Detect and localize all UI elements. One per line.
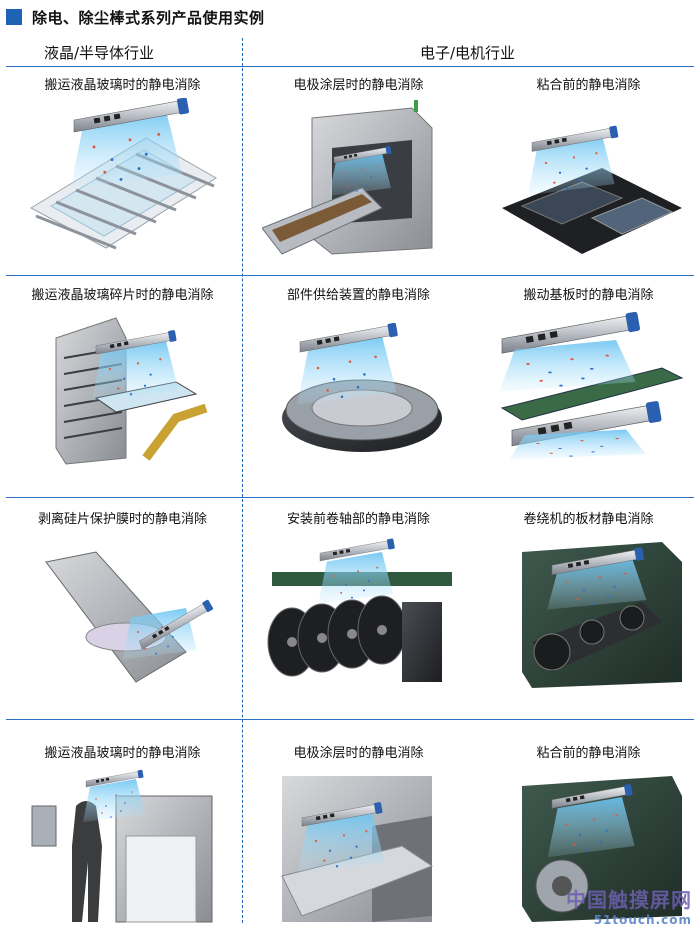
example-cell: 安装前卷轴部的静电消除	[242, 508, 475, 682]
column-divider	[242, 38, 243, 923]
example-caption: 剥离硅片保护膜时的静电消除	[37, 512, 207, 527]
example-cell: 部件供给装置的静电消除	[242, 284, 475, 452]
electrode-coating-illustration	[262, 98, 455, 256]
example-caption: 粘合前的静电消除	[536, 78, 641, 93]
example-caption: 搬运液晶玻璃碎片时的静电消除	[31, 288, 214, 303]
page-title: 除电、除尘棒式系列产品使用实例	[32, 8, 265, 27]
row-divider	[6, 275, 694, 276]
watermark-text: 中国触摸屏网	[566, 888, 692, 912]
example-caption: 电极涂层时的静电消除	[293, 78, 424, 93]
watermark: 中国触摸屏网 51touch.com	[566, 884, 692, 927]
row-divider	[6, 497, 694, 498]
example-caption: 搬运液晶玻璃时的静电消除	[44, 78, 201, 93]
wafer-film-illustration	[26, 532, 219, 690]
example-cell: 搬运液晶玻璃时的静电消除	[6, 74, 239, 250]
example-cell: 卷绕机的板材静电消除	[472, 508, 700, 688]
parts-feeder-illustration	[262, 308, 455, 466]
example-caption: 部件供给装置的静电消除	[286, 288, 430, 303]
bonding-illustration	[492, 98, 685, 256]
electrode-coating-illustration	[262, 766, 455, 924]
example-caption: 安装前卷轴部的静电消除	[286, 512, 430, 527]
example-cell: 搬运液晶玻璃时的静电消除	[6, 742, 239, 923]
glass-fragment-illustration	[26, 308, 219, 466]
industry-label-electronics-motor: 电子/电机行业	[420, 44, 516, 62]
example-cell: 搬动基板时的静电消除	[472, 284, 700, 460]
example-cell: 电极涂层时的静电消除	[242, 742, 475, 922]
row-divider	[6, 66, 694, 67]
example-caption: 粘合前的静电消除	[536, 746, 641, 761]
example-cell: 搬运液晶玻璃碎片时的静电消除	[6, 284, 239, 465]
example-caption: 搬运液晶玻璃时的静电消除	[44, 746, 201, 761]
glass-conveyor-illustration	[26, 98, 219, 256]
header-square-icon	[6, 9, 22, 25]
example-caption: 电极涂层时的静电消除	[293, 746, 424, 761]
example-caption: 卷绕机的板材静电消除	[523, 512, 654, 527]
example-cell: 粘合前的静电消除	[472, 74, 700, 254]
example-caption: 搬动基板时的静电消除	[523, 288, 654, 303]
board-transport-illustration	[492, 308, 685, 466]
industry-label-lcd-semiconductor: 液晶/半导体行业	[44, 44, 155, 62]
winder-illustration	[492, 532, 685, 690]
reel-illustration	[262, 532, 455, 690]
row-divider	[6, 719, 694, 720]
watermark-url: 51touch.com	[593, 913, 692, 927]
glass-operator-illustration	[26, 766, 219, 924]
bonding-illustration	[492, 766, 685, 924]
example-cell: 电极涂层时的静电消除	[242, 74, 475, 255]
example-cell: 剥离硅片保护膜时的静电消除	[6, 508, 239, 683]
example-cell: 粘合前的静电消除	[472, 742, 700, 922]
section-header: 除电、除尘棒式系列产品使用实例	[6, 6, 265, 28]
